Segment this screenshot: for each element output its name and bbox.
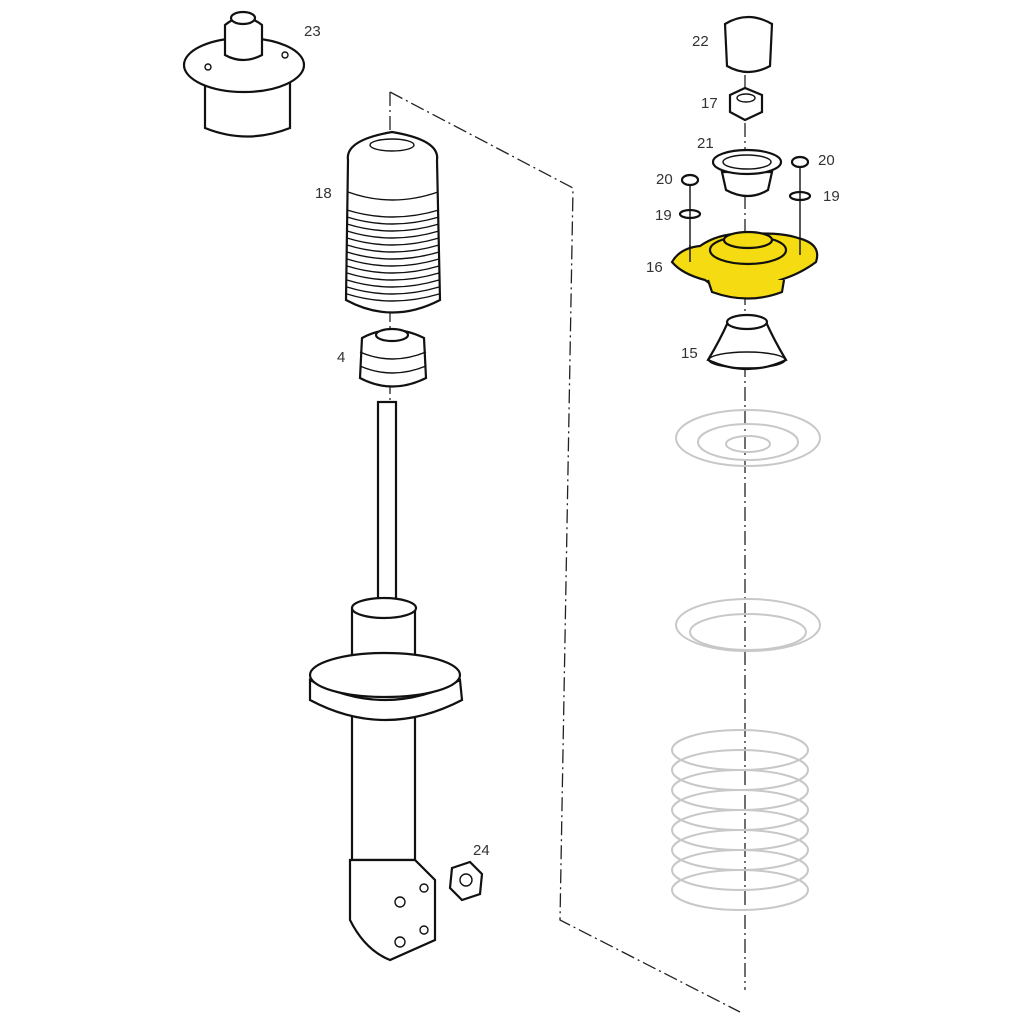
label-17: 17 <box>701 95 718 112</box>
part-15-bump-cap[interactable] <box>706 313 788 371</box>
assembly-guide-line <box>389 91 741 1013</box>
shock-absorber[interactable] <box>308 400 464 962</box>
label-15: 15 <box>681 345 698 362</box>
part-20-nut-left[interactable] <box>680 173 700 187</box>
spring-upper-coil-faded <box>675 598 821 652</box>
part-16-strut-mount-highlighted[interactable] <box>670 230 819 300</box>
label-24: 24 <box>473 842 490 859</box>
boot-rib <box>346 293 440 302</box>
label-20-left: 20 <box>656 171 673 188</box>
spring-coil <box>671 869 809 911</box>
boot-rib <box>346 258 440 267</box>
boot-rib <box>346 272 440 281</box>
boot-rib <box>346 223 440 232</box>
boot-rib <box>346 286 440 295</box>
part-24-nut[interactable] <box>448 860 484 902</box>
boot-rib <box>346 251 440 260</box>
boot-rib <box>346 265 440 274</box>
part-23-top-mount[interactable] <box>182 10 306 138</box>
boot-rib <box>346 279 440 288</box>
label-20-right: 20 <box>818 152 835 169</box>
spring-seat-faded <box>675 409 821 467</box>
boot-rib <box>346 244 440 253</box>
label-23: 23 <box>304 23 321 40</box>
part-21-bearing-cup[interactable] <box>711 148 783 198</box>
label-16: 16 <box>646 259 663 276</box>
boot-rib <box>346 237 440 246</box>
part-22-cap[interactable] <box>723 15 774 74</box>
part-4-bump-stop[interactable] <box>358 327 428 388</box>
boot-rib <box>346 209 440 218</box>
boot-rib <box>346 216 440 225</box>
part-17-nut[interactable] <box>728 86 764 122</box>
label-22: 22 <box>692 33 709 50</box>
coil-spring-faded <box>671 729 809 911</box>
label-21: 21 <box>697 135 714 152</box>
label-18: 18 <box>315 185 332 202</box>
boot-rib <box>346 230 440 239</box>
label-19-right: 19 <box>823 188 840 205</box>
part-20-nut-right[interactable] <box>790 155 810 169</box>
label-4: 4 <box>337 349 345 366</box>
part-18-dust-boot[interactable] <box>344 130 442 314</box>
label-19-left: 19 <box>655 207 672 224</box>
spring-coil <box>671 849 809 891</box>
